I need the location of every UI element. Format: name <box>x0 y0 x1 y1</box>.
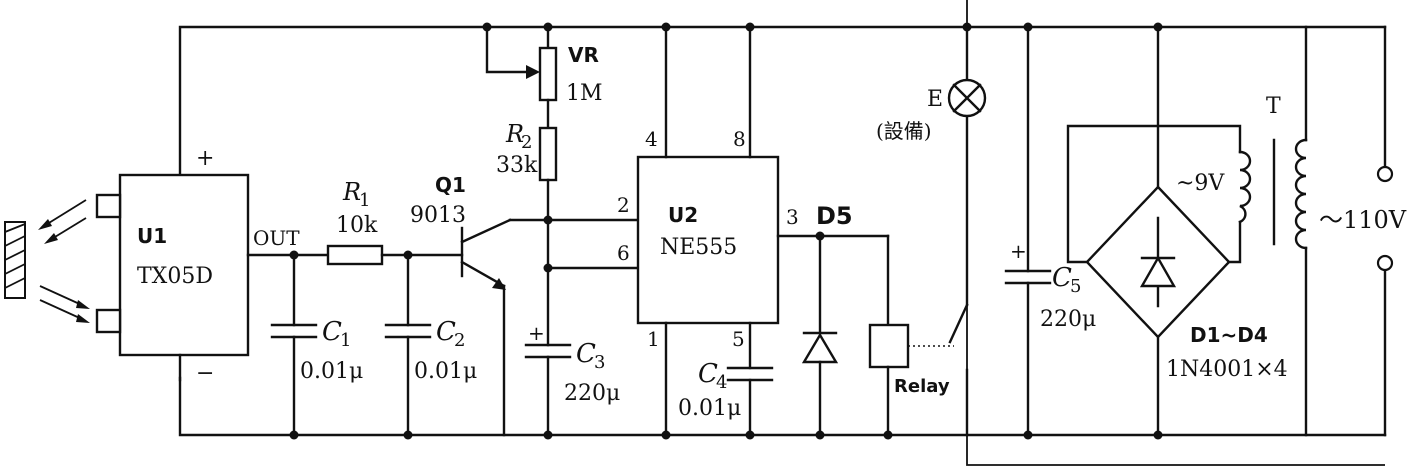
relay-contact <box>948 22 972 437</box>
u1-plus-sign: + <box>196 146 214 171</box>
c4-subscript: 4 <box>716 372 727 393</box>
c3-value: 220μ <box>564 381 620 406</box>
ir-reflection-arrows <box>39 285 90 323</box>
c3-plus-sign: + <box>528 321 545 345</box>
u2-pin3: 3 <box>786 205 799 229</box>
u1-model: TX05D <box>137 264 213 289</box>
u2-pin8: 8 <box>733 127 746 151</box>
load-lamp-e: E (設備) <box>876 78 987 143</box>
c5-value: 220μ <box>1040 307 1096 332</box>
c4-letter: C <box>698 359 718 389</box>
c1-subscript: 1 <box>340 330 351 351</box>
r1-letter: R <box>342 178 361 206</box>
capacitor-c3: + C 3 220μ <box>524 321 620 440</box>
transformer-secondary: ~9V <box>1176 171 1225 196</box>
transformer-name: T <box>1266 94 1281 119</box>
c3-subscript: 3 <box>594 352 605 373</box>
c5-letter: C <box>1052 263 1072 293</box>
r2-value: 33k <box>496 153 538 178</box>
c2-value: 0.01μ <box>414 359 477 384</box>
ir-module-u1: U1 TX05D + − <box>95 146 250 386</box>
timer-u2: U2 NE555 4 8 2 6 3 1 5 <box>617 22 799 440</box>
bridge-rectifier: D1~D4 1N4001×4 <box>1066 22 1288 440</box>
c5-subscript: 5 <box>1070 276 1081 297</box>
vr-value: 1M <box>566 81 603 106</box>
positive-rail <box>178 25 1387 177</box>
r1-value: 10k <box>336 213 378 238</box>
capacitor-c5: + C 5 220μ <box>1004 22 1096 440</box>
bridge-model: 1N4001×4 <box>1166 357 1288 382</box>
c5-plus-sign: + <box>1010 239 1027 263</box>
u2-pin6: 6 <box>617 241 630 265</box>
lamp-note: (設備) <box>876 119 932 143</box>
c2-subscript: 2 <box>454 330 465 351</box>
c1-value: 0.01μ <box>300 359 363 384</box>
lamp-label: E <box>927 87 943 112</box>
c3-letter: C <box>576 339 596 369</box>
r2-subscript: 2 <box>521 132 532 153</box>
c2-letter: C <box>436 317 456 347</box>
capacitor-c2: C 2 0.01μ <box>384 253 477 440</box>
relay-coil: Relay <box>868 234 954 440</box>
relay-label: Relay <box>894 376 950 397</box>
q1-model: 9013 <box>410 203 466 228</box>
transformer-t: T ~9V <box>1176 25 1308 437</box>
diode-d5: D5 <box>801 202 853 440</box>
u2-pin2: 2 <box>617 193 630 217</box>
u2-name: U2 <box>668 203 698 227</box>
bridge-name: D1~D4 <box>1190 323 1268 347</box>
mains-label: ～110V <box>1319 206 1407 234</box>
u1-out-label: OUT <box>253 226 300 250</box>
q1-name: Q1 <box>435 173 466 197</box>
transistor-q1: Q1 9013 <box>410 173 512 290</box>
c4-value: 0.01μ <box>678 396 741 421</box>
u1-name: U1 <box>137 224 167 248</box>
u2-pin5: 5 <box>732 327 745 351</box>
reflector-target <box>4 221 26 299</box>
resistor-r2: R 2 33k <box>496 120 558 182</box>
ir-emission-arrows <box>38 199 87 244</box>
u1-minus-sign: − <box>196 361 214 386</box>
d5-label: D5 <box>816 202 853 230</box>
ground-rail <box>178 376 1387 437</box>
u2-pin4: 4 <box>645 127 658 151</box>
capacitor-c1: C 1 0.01μ <box>270 253 363 440</box>
capacitor-c4: C 4 0.01μ <box>678 359 774 440</box>
r2-letter: R <box>505 120 524 148</box>
mains-input: ～110V <box>1319 25 1407 437</box>
potentiometer-vr: VR 1M <box>482 22 603 106</box>
u2-model: NE555 <box>660 235 737 260</box>
u2-pin1: 1 <box>647 327 660 351</box>
vr-name: VR <box>568 43 599 67</box>
r1-subscript: 1 <box>359 190 370 211</box>
c1-letter: C <box>322 317 342 347</box>
resistor-r1: R 1 10k <box>326 178 384 266</box>
